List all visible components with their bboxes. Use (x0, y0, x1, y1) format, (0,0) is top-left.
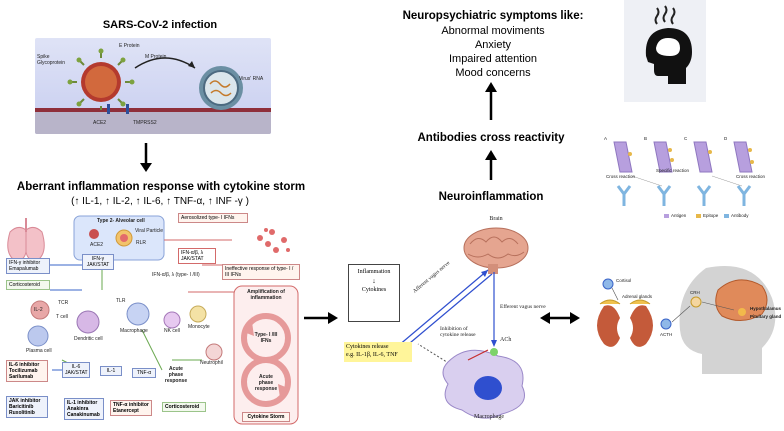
legend-antibody: Antibody (731, 213, 749, 218)
ifn-ab-label: IFN-α/β, λ (181, 250, 204, 256)
jak-stat-label: JAK/STAT (181, 256, 204, 262)
inhibition-label: Inhibition of cytokine release (440, 326, 476, 338)
dendritic-label: Dendritic cell (74, 336, 103, 342)
il6-label: IL-6 (71, 364, 81, 370)
acute-phase-response-label: Acute phase response (164, 366, 188, 384)
ineffective-box: Ineffective response of type- I / III IF… (222, 264, 300, 280)
vagus-panel: Brain Inflammation ↓ Cytokines Cytokines… (338, 214, 566, 428)
jak-stat-3-label: JAK/STAT (65, 370, 88, 376)
corticosteroid-box-2: Corticosteroid (162, 402, 206, 412)
acth-label: ACTH (660, 332, 673, 337)
monocyte-label: Monocyte (188, 324, 210, 330)
corticosteroid-box-1: Corticosteroid (6, 280, 50, 290)
cytokines-example-label: e.g. IL-1β, IL-6, TNF (346, 352, 398, 358)
type-ifns-label: Type- I /III IFNs (254, 332, 278, 344)
jak-inhibitor-box: JAK inhibitor Baricitinib Ruxolitinib (6, 396, 48, 418)
amplification-label: Amplification of inflammation (247, 289, 285, 301)
tmprss2-label: TMPRSS2 (133, 120, 157, 126)
brain-label: Brain (489, 216, 503, 222)
il6-inhibitor-box: IL-6 inhibitor Tocilizumab Sarilumab (6, 360, 48, 382)
cortisol-label: Cortisol (616, 278, 632, 283)
cytokines-release-box: Cytokines release e.g. IL-1β, IL-6, TNF (344, 342, 412, 362)
hpa-panel: Cortisol Adrenal glands ACTH CRH Hypotha… (586, 262, 782, 374)
symptom-item: Impaired attention (448, 53, 538, 65)
symptoms-list: Abnormal moviments Anxiety Impaired atte… (398, 24, 588, 80)
panel-letter-a: A (604, 136, 608, 141)
cytokine-storm-box: Cytokine Storm (242, 412, 290, 422)
adrenal-label: Adrenal glands (622, 294, 653, 299)
aerosolized-box: Aerosolized type- I IFNs (178, 213, 248, 223)
m-protein-label: M Protein (145, 54, 167, 60)
legend-epitope: Epitope (703, 213, 719, 218)
e-protein-label: E Protein (119, 43, 140, 49)
viral-particle-label: Viral Particle (135, 228, 163, 234)
alveolar-cell-label: Type 2- Alveolar cell (97, 218, 145, 224)
storm-title: Aberrant inflammation response with cyto… (16, 181, 306, 193)
up-arrow-1-icon (485, 82, 497, 120)
hypothalamus-label: Hypothalamus (750, 306, 782, 311)
ifn-type-label: IFN-α/β, λ (type- I /III) (152, 272, 200, 278)
double-arrow-icon (540, 312, 580, 324)
panel-letter-c: C (684, 136, 688, 141)
immune-diagram: Type 2- Alveolar cell Viral Particle RLR… (2, 210, 302, 428)
ifn-gamma-inhibitor-box: IFN-γ inhibitor Emapalumab (6, 258, 50, 274)
tnf-box: TNF-α (132, 368, 156, 378)
antibody-panel: A B C D Specific reaction Cross reaction… (596, 130, 772, 222)
tlr-label: TLR (116, 298, 126, 304)
up-arrow-2-icon (485, 150, 497, 180)
t-cell-label: T cell (56, 314, 68, 320)
spike-label: Spike Glycoprotein (37, 54, 66, 66)
macrophage-vagus-label: Macrophage (474, 414, 504, 420)
tnf-inhibitor-box: TNF-α inhibitor Etanercept (110, 400, 152, 416)
brain-icon (463, 227, 529, 274)
nk-cell-label: NK cell (164, 328, 180, 334)
ifn-gamma-box: IFN-γ JAK/STAT (82, 254, 114, 270)
cytokines-release-label: Cytokines release (346, 344, 389, 350)
antibodies-label: Antibodies cross reactivity (417, 132, 565, 144)
storm-subtitle: (↑ IL-1, ↑ IL-2, ↑ IL-6, ↑ TNF-α, ↑ INF … (71, 196, 249, 207)
symptoms-title: Neuropsychiatric symptoms like: (402, 10, 584, 22)
panel-letter-b: B (644, 136, 648, 141)
ifn-gamma-label: IFN-γ (91, 256, 105, 262)
cross-reaction-label-1: Cross reaction (606, 174, 636, 179)
tcr-label: TCR (58, 300, 69, 306)
head-icon (624, 0, 706, 102)
macrophage-label: Macrophage (120, 328, 148, 334)
sars-title: SARS-CoV-2 infection (102, 19, 218, 31)
rlr-label: RLR (136, 240, 147, 246)
panel-letter-d: D (724, 136, 728, 141)
virus-rna-label: Virus' RNA (239, 76, 264, 82)
neutrophil-label: Neutrophil (200, 360, 223, 366)
ach-label: ACh (500, 337, 512, 343)
neuroinflammation-label: Neuroinflammation (438, 191, 544, 203)
il1-box: IL-1 (100, 366, 122, 376)
ifn-ab-box: IFN-α/β, λ JAK/STAT (178, 248, 216, 264)
jak-stat-2-label: JAK/STAT (86, 262, 110, 268)
acute-phase-label: Acute phase response (254, 374, 278, 392)
ace2-label: ACE2 (93, 120, 107, 126)
virus-icon (67, 48, 135, 110)
ace2-cell-label: ACE2 (90, 242, 104, 248)
legend-antigen: Antigen (671, 213, 687, 218)
right-arrow-icon (304, 312, 338, 324)
specific-reaction-label: Specific reaction (656, 168, 690, 173)
pituitary-label: Pituitary gland (750, 314, 782, 319)
virus-entry-icon (199, 66, 243, 110)
il6-box: IL-6 JAK/STAT (62, 362, 90, 378)
efferent-label: Efferent vagus nerve (500, 304, 546, 310)
symptom-item: Mood concerns (455, 67, 531, 79)
down-arrow-icon (140, 143, 152, 172)
symptom-item: Abnormal moviments (441, 25, 545, 37)
crh-label: CRH (690, 290, 700, 295)
sars-illustration: Spike Glycoprotein E Protein M Protein V… (35, 38, 271, 134)
inflammation-box: Inflammation ↓ Cytokines (348, 264, 400, 322)
cross-reaction-label-2: Cross reaction (736, 174, 766, 179)
cytokines-label: Cytokines (361, 287, 387, 293)
il1-inhibitor-box: IL-1 inhibitor Anakinra Canakinumab (64, 398, 104, 420)
symptom-item: Anxiety (474, 39, 512, 51)
plasma-cell-label: Plasma cell (26, 348, 52, 354)
il2-label: IL-2 (34, 307, 43, 313)
inflammation-label: Inflammation (357, 269, 391, 275)
